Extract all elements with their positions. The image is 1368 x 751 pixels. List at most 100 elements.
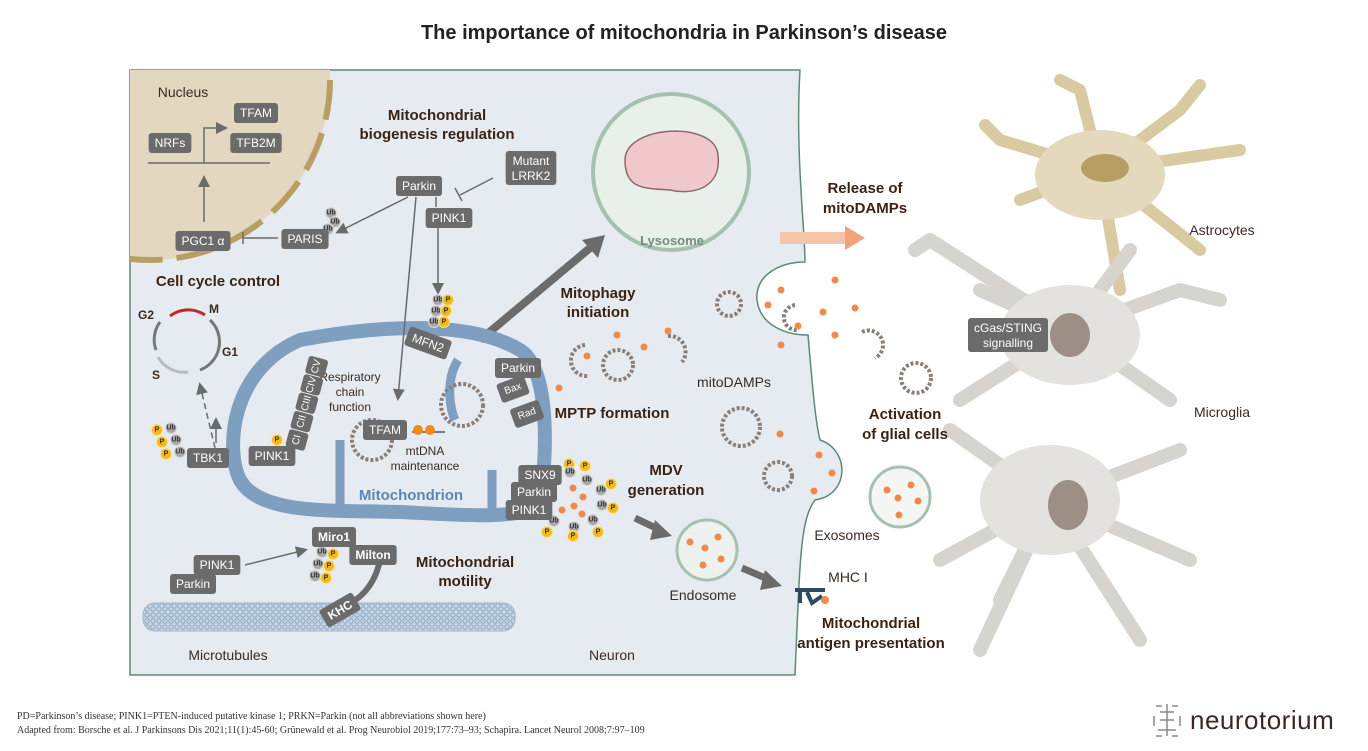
ub-label: Ub [569,524,578,531]
ub-label: Ub [596,487,605,494]
cristae [335,357,497,510]
svg-text:Milton: Milton [355,548,390,562]
svg-text:Parkin: Parkin [402,179,436,193]
svg-text:TFAM: TFAM [240,106,272,120]
phospho-icon [567,530,579,542]
phase-m: M [209,302,219,316]
p-label: P [446,297,451,304]
ub-label: Ub [588,517,597,524]
complex-ciii: CIII [295,392,319,414]
box-paris: PARIS [281,229,329,249]
box-pink1-motility: PINK1 [193,555,241,575]
nucleus-label: Nucleus [158,84,209,100]
box-parkin-mptp: Parkin [494,358,542,378]
ub-label: Ub [166,425,175,432]
mtdna-1: mtDNA [406,444,445,458]
svg-text:Miro1: Miro1 [318,530,350,544]
box-miro1: Miro1 [311,527,357,547]
mitodamp-dot [570,502,578,510]
mitodamps-label: mitoDAMPs [697,374,771,390]
box-tfb2m: TFB2M [230,133,282,153]
p-label: P [596,529,601,536]
complex-ci: CI [285,429,309,451]
p-label: P [327,563,332,570]
svg-text:CII: CII [295,414,309,429]
box-milton: Milton [349,545,397,565]
box-tbk1: TBK1 [186,448,230,468]
svg-text:TFB2M: TFB2M [236,136,275,150]
p-label: P [611,505,616,512]
mitodamp-dots [555,276,859,495]
box-rad: Rad [510,400,544,428]
box-parkin-biogenesis: Parkin [395,176,443,196]
svg-text:CIII: CIII [300,394,315,412]
exosomes-label: Exosomes [814,527,879,543]
svg-text:PGC1 α: PGC1 α [182,234,225,248]
p-label: P [160,439,165,446]
mptp-heading: MPTP formation [555,405,670,422]
logo-icon [1153,704,1181,737]
box-parkin-motility: Parkin [169,574,217,594]
biogenesis-heading-2: biogenesis regulation [359,126,514,143]
ub-label: Ub [323,226,332,233]
lysosome-content [624,130,719,193]
mitodamp-dot [578,510,586,518]
respiratory-2: chain [336,385,365,399]
footnote-abbreviations: PD=Parkinson’s disease; PINK1=PTEN-induc… [17,711,486,722]
page-title: The importance of mitochondria in Parkin… [420,22,948,44]
svg-text:Parkin: Parkin [517,485,551,499]
phospho-icon [438,316,450,328]
cell-cycle-heading: Cell cycle control [156,273,280,290]
phospho-icon [579,460,591,472]
p-label: P [331,551,336,558]
p-label: P [442,319,447,326]
release-heading-1: Release of [827,180,903,197]
phase-g2: G2 [138,308,154,322]
ub-label: Ub [433,297,442,304]
phospho-icon [160,448,172,460]
phospho-icon [151,424,163,436]
phospho-icon [327,548,339,560]
ub-label: Ub [549,518,558,525]
neuron-label: Neuron [589,647,635,663]
p-label: P [324,575,329,582]
ub-label: Ub [565,469,574,476]
box-pgc1a: PGC1 α [175,231,231,251]
nucleus [130,70,333,263]
phospho-icon [271,434,283,446]
ubiquitin-icon [581,474,593,486]
mitodamp-dot [579,493,587,501]
footnote-sources: Adapted from: Borsche et al. J Parkinson… [17,725,645,736]
mitochondrion [226,321,552,523]
ubiquitin-icon [165,422,177,434]
lysosome-label: Lysosome [640,233,704,248]
mitochondrion-label: Mitochondrion [359,487,463,504]
phospho-icon [592,526,604,538]
ub-label: Ub [582,477,591,484]
ubiquitin-icon [587,514,599,526]
svg-text:PINK1: PINK1 [200,558,235,572]
svg-text:TBK1: TBK1 [193,451,223,465]
box-bax: Bax [496,375,530,403]
ub-label: Ub [429,319,438,326]
mitodamp-dot [569,484,577,492]
astrocyte [979,74,1246,296]
phospho-icon [323,560,335,572]
box-tfam-nucleus: TFAM [234,103,278,123]
box-snx9: SNX9 [518,465,562,485]
box-pink1-mdv: PINK1 [505,500,553,520]
microtubules-label: Microtubules [188,647,267,663]
ubiquitin-icon [595,484,607,496]
ubiquitin-icon [329,216,341,228]
svg-text:signalling: signalling [983,336,1033,350]
biogenesis-heading-1: Mitochondrial [388,107,486,124]
mitophagy-heading-2: initiation [567,304,630,321]
phospho-icon [156,436,168,448]
complex-civ: CIV [300,374,324,396]
phase-s: S [152,368,160,382]
p-label: P [444,308,449,315]
mitophagy-arrowhead [582,235,605,258]
